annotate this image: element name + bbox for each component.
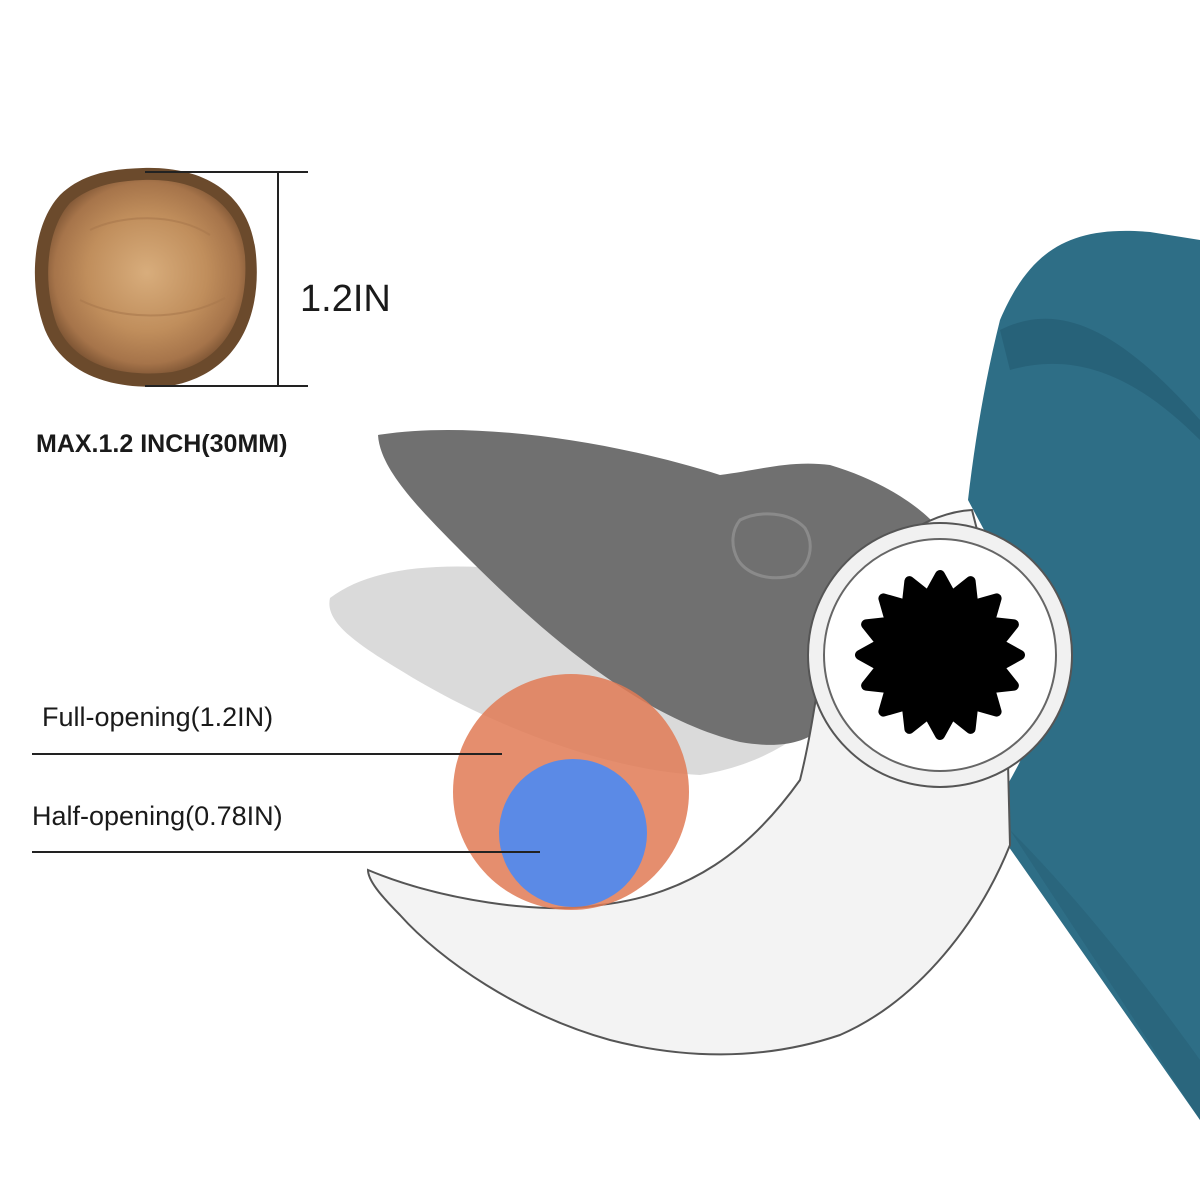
half-opening-circle <box>499 759 647 907</box>
dimension-bracket <box>145 171 308 387</box>
gear-teeth <box>855 570 1025 740</box>
half-opening-label: Half-opening(0.78IN) <box>32 801 283 831</box>
full-opening-label: Full-opening(1.2IN) <box>42 702 273 732</box>
upper-blade-full-open <box>378 429 940 745</box>
dimension-label: 1.2IN <box>300 278 391 320</box>
max-cut-label: MAX.1.2 INCH(30MM) <box>36 430 287 458</box>
pruner-handle <box>968 230 1200 1120</box>
gear-icon <box>855 570 1025 740</box>
wood-cross-section-icon <box>34 167 257 387</box>
